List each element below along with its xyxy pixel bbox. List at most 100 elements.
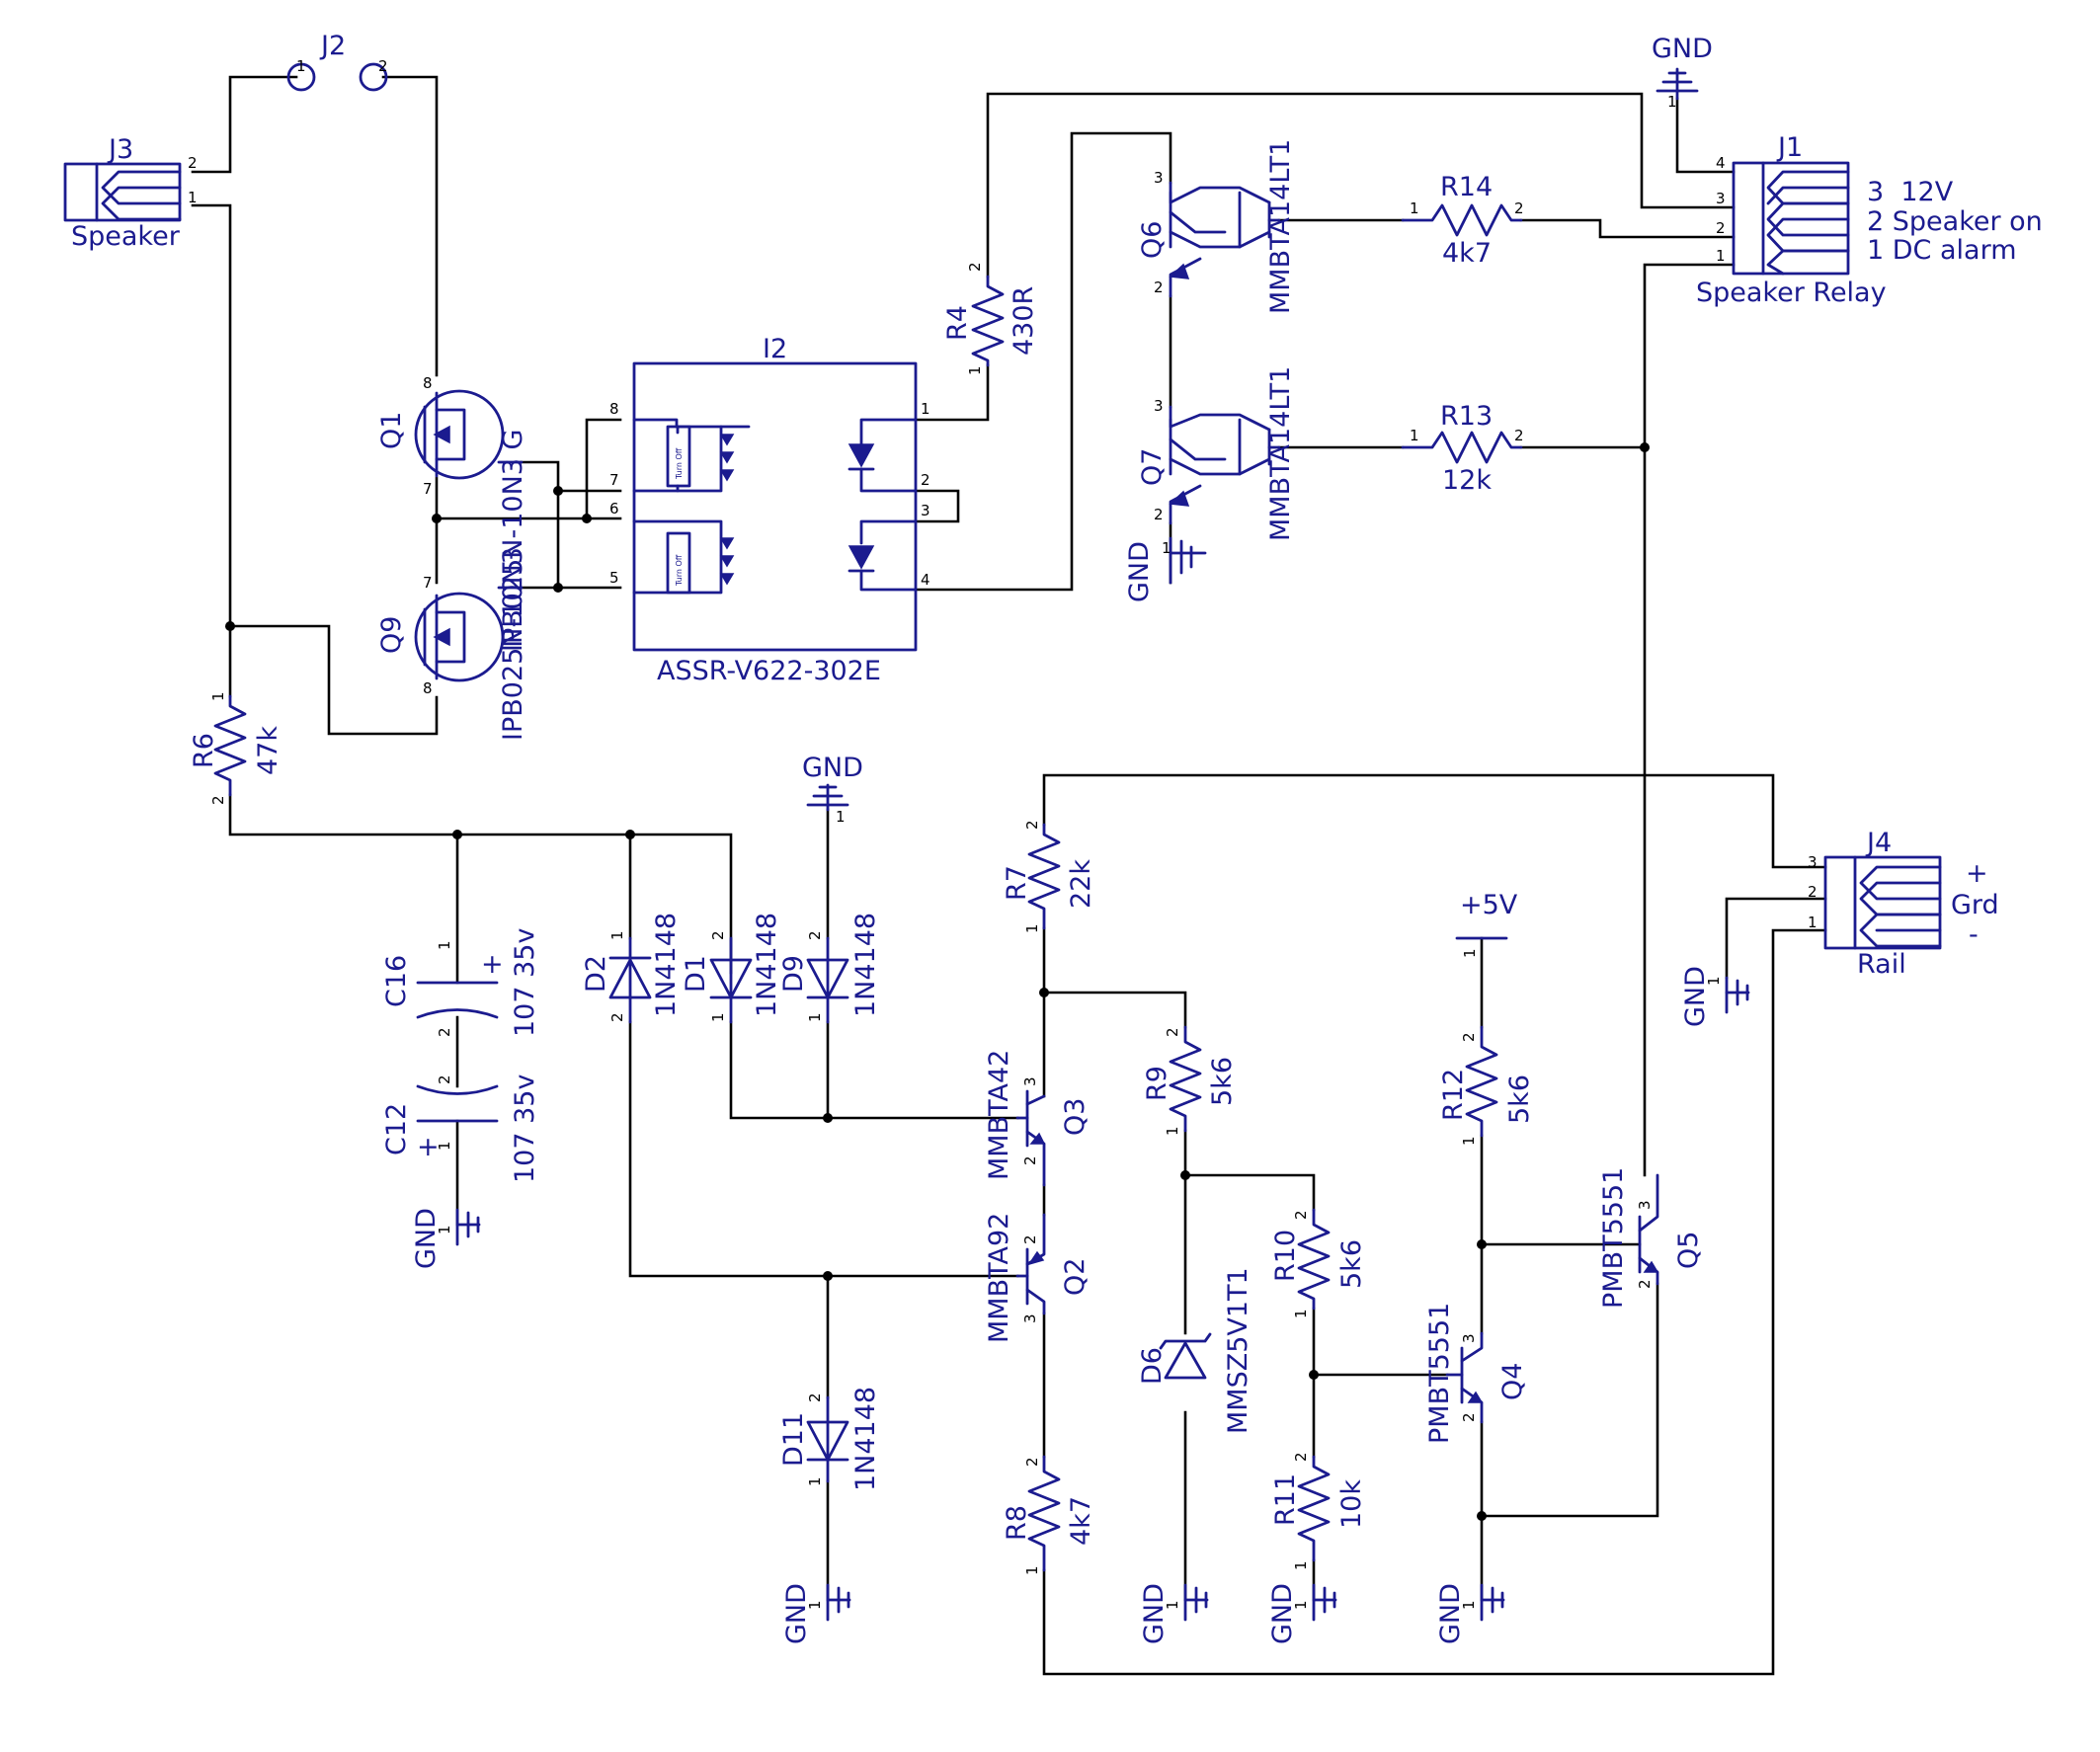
- r11-ref: R11: [1270, 1473, 1301, 1526]
- svg-text:1: 1: [436, 1225, 453, 1234]
- q9-pin7: 7: [423, 574, 433, 592]
- gnd-label-d9: GND: [802, 753, 863, 783]
- j4-plus: +: [1966, 858, 1988, 889]
- q7-value: MMBTA14LT1: [1265, 366, 1296, 541]
- d9-ref: D9: [778, 955, 809, 993]
- svg-text:1: 1: [1292, 1560, 1310, 1570]
- transistor-q6: Q6 MMBTA14LT1 3 2: [1137, 139, 1296, 314]
- j2-ref: J2: [319, 31, 346, 61]
- svg-text:1: 1: [1292, 1600, 1310, 1610]
- r12-value: 5k6: [1504, 1075, 1535, 1124]
- r13-ref: R13: [1440, 401, 1493, 432]
- c16-value: 107 35v: [510, 928, 540, 1037]
- resistor-r13: R13 12k 1 2: [1401, 401, 1524, 496]
- d6-value: MMSZ5V1T1: [1223, 1267, 1253, 1434]
- svg-text:2: 2: [1292, 1452, 1310, 1462]
- connector-j1: J1 Speaker Relay 4 3 2 1 3 12V 2 Speaker…: [1696, 132, 2043, 308]
- svg-text:1: 1: [1162, 539, 1171, 557]
- svg-text:1: 1: [1667, 93, 1677, 111]
- r6-ref: R6: [189, 733, 219, 768]
- d9-value: 1N4148: [850, 913, 881, 1017]
- diode-d9: D9 1N4148 2 1: [778, 913, 881, 1024]
- svg-text:1: 1: [1023, 923, 1041, 933]
- svg-text:1: 1: [1023, 1565, 1041, 1575]
- i2-pin7: 7: [609, 471, 619, 489]
- svg-text:2: 2: [1021, 1234, 1039, 1244]
- c16-plus: +: [481, 949, 504, 980]
- svg-text:1: 1: [709, 1012, 727, 1022]
- capacitor-c12: C12 + 107 35v 2 1: [381, 1075, 540, 1183]
- r10-value: 5k6: [1336, 1239, 1367, 1289]
- transistor-q7: Q7 MMBTA14LT1 3 2: [1137, 366, 1296, 541]
- d2-value: 1N4148: [651, 913, 682, 1017]
- svg-text:2: 2: [1021, 1155, 1039, 1165]
- i2-pin1: 1: [921, 400, 930, 418]
- q2-value: MMBTA92: [984, 1213, 1014, 1343]
- svg-text:2: 2: [1292, 1210, 1310, 1220]
- gnd-symbol-d6: GND 1: [1139, 1583, 1209, 1644]
- svg-text:1: 1: [1410, 427, 1419, 444]
- svg-text:2: 2: [1808, 883, 1817, 901]
- resistor-r12: R12 5k6 2 1: [1438, 1025, 1535, 1146]
- svg-text:2: 2: [1023, 820, 1041, 830]
- q7-ref: Q7: [1137, 448, 1168, 486]
- j3-ref: J3: [107, 134, 133, 165]
- j2-pin2-circle: [359, 62, 388, 92]
- i2-ref: I2: [763, 334, 787, 364]
- svg-text:1: 1: [1460, 1136, 1478, 1146]
- i2-pin5: 5: [609, 569, 619, 587]
- q3-value: MMBTA42: [984, 1050, 1014, 1180]
- j1-ref: J1: [1776, 132, 1803, 163]
- svg-text:2: 2: [1514, 427, 1524, 444]
- transistor-q3: MMBTA42 Q3 3 2: [984, 1050, 1090, 1187]
- transistor-q2: MMBTA92 Q2 2 3: [984, 1213, 1090, 1343]
- svg-text:3: 3: [1154, 397, 1164, 415]
- svg-text:2: 2: [806, 1393, 824, 1402]
- svg-text:1: 1: [1716, 247, 1726, 265]
- svg-text:3: 3: [1460, 1333, 1478, 1343]
- j1-value: Speaker Relay: [1696, 278, 1887, 308]
- junction-dots: [225, 442, 1650, 1521]
- q3-ref: Q3: [1060, 1098, 1090, 1136]
- svg-text:2: 2: [1460, 1032, 1478, 1042]
- j2-pin1: 1: [296, 57, 306, 75]
- resistor-r11: R11 10k 2 1: [1270, 1452, 1367, 1570]
- svg-text:2: 2: [1154, 506, 1164, 523]
- mosfet-q1: Q1 IPB025N-10N3 G 8 7: [376, 374, 528, 652]
- r4-value: 430R: [1009, 286, 1039, 356]
- j3-value: Speaker: [71, 221, 181, 252]
- r6-value: 47k: [253, 726, 283, 775]
- connector-j2: J2 1 2: [286, 31, 388, 92]
- connector-j4: J4 Rail 3 2 1 + Grd -: [1808, 828, 1999, 980]
- i2-pin6: 6: [609, 500, 619, 518]
- svg-text:1: 1: [1461, 948, 1479, 958]
- svg-text:2: 2: [709, 930, 727, 940]
- d11-ref: D11: [778, 1412, 809, 1467]
- resistor-r8: R8 4k7 2 1: [1002, 1455, 1096, 1575]
- r9-ref: R9: [1142, 1066, 1172, 1101]
- svg-text:2: 2: [1154, 279, 1164, 296]
- q9-ref: Q9: [376, 616, 407, 654]
- q6-value: MMBTA14LT1: [1265, 139, 1296, 314]
- connector-j3: J3 Speaker 2 1: [63, 134, 198, 252]
- gnd-label-d11: GND: [781, 1583, 812, 1644]
- i2-pin2: 2: [921, 471, 930, 489]
- q9-pin8: 8: [423, 679, 433, 697]
- mosfet-q9: Q9 IPB025N-10N3 7 8: [376, 547, 528, 741]
- r7-value: 22k: [1066, 859, 1096, 909]
- svg-text:3: 3: [1808, 853, 1817, 871]
- svg-text:2: 2: [1164, 1027, 1181, 1037]
- gnd-symbol-q4: GND 1: [1435, 1583, 1505, 1644]
- resistor-r14: R14 4k7 1 2: [1401, 172, 1524, 269]
- gnd-symbol-d11: GND 1: [781, 1583, 851, 1644]
- j1-note2: 2 Speaker on: [1867, 206, 2043, 237]
- svg-text:3: 3: [1021, 1076, 1039, 1086]
- svg-text:2: 2: [1460, 1412, 1478, 1422]
- vcc-label: +5V: [1460, 890, 1518, 920]
- j4-ref: J4: [1865, 828, 1892, 858]
- diode-d11: D11 1N4148 2 1: [778, 1387, 881, 1491]
- j2-pin2: 2: [378, 57, 388, 75]
- svg-text:1: 1: [209, 691, 227, 701]
- svg-text:3: 3: [1636, 1200, 1654, 1210]
